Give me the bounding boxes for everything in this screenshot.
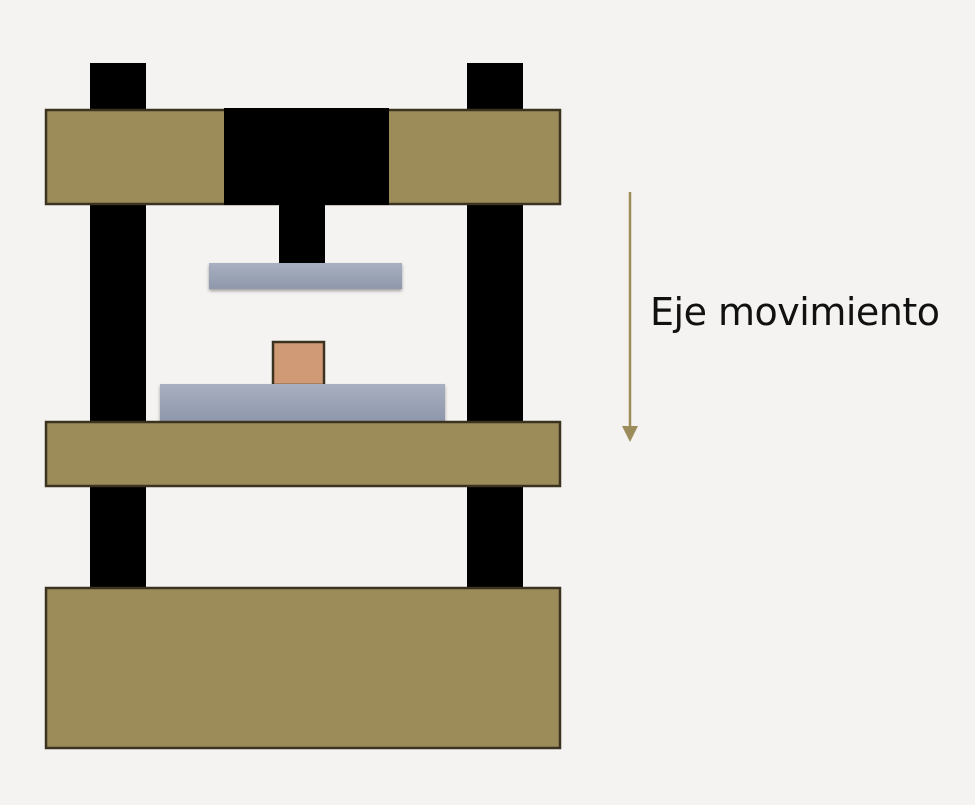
sample-specimen [271, 340, 326, 387]
actuator-block [224, 108, 389, 205]
upper-platen [209, 263, 402, 289]
lower-platen [160, 384, 445, 421]
motion-arrow-head [622, 426, 638, 442]
axis-label: Eje movimiento [650, 290, 940, 334]
base [44, 586, 562, 750]
actuator-rod [279, 203, 325, 265]
middle-crosshead [44, 420, 562, 488]
